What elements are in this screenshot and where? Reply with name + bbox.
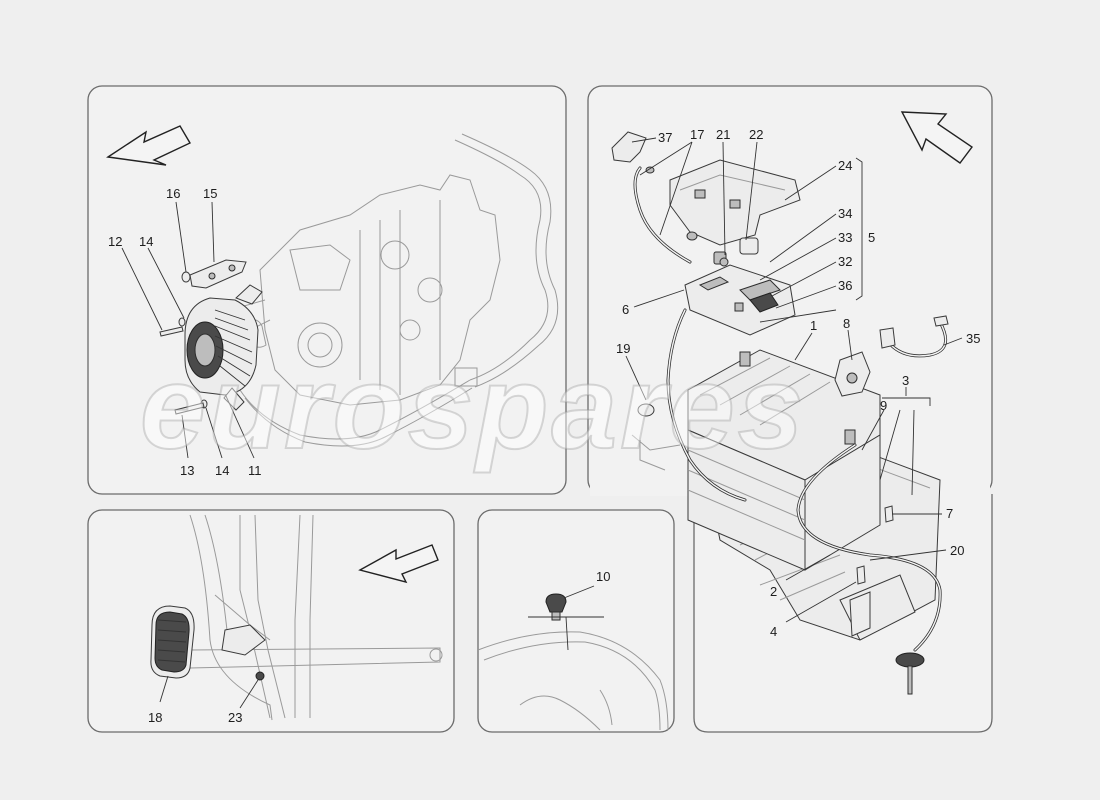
direction-arrow-p1	[106, 125, 191, 166]
callout-17: 17	[690, 127, 704, 142]
ground-plate	[150, 605, 195, 679]
chassis-frame	[189, 514, 443, 721]
callout-10: 10	[596, 569, 610, 584]
tray-hardware	[849, 505, 925, 695]
bracket-hardware-p3	[221, 624, 266, 681]
callout-12: 12	[108, 234, 122, 249]
battery-cables	[633, 166, 948, 652]
callout-37: 37	[658, 130, 672, 145]
callout-35: 35	[966, 331, 980, 346]
callout-14-lower: 14	[215, 463, 229, 478]
direction-arrow-p2	[900, 111, 974, 164]
terminal-clamp-top	[611, 131, 655, 174]
callout-23: 23	[228, 710, 242, 725]
callout-1: 1	[810, 318, 817, 333]
callout-11: 11	[248, 463, 262, 478]
callout-8: 8	[843, 316, 850, 331]
callout-18: 18	[148, 710, 162, 725]
callout-32: 32	[838, 254, 852, 269]
body-panel-contour	[477, 631, 669, 731]
callout-9: 9	[880, 398, 887, 413]
small-connectors	[686, 231, 759, 267]
engine-block-outline	[229, 133, 559, 447]
callout-4: 4	[770, 624, 777, 639]
callout-5: 5	[868, 230, 875, 245]
callout-36: 36	[838, 278, 852, 293]
callout-16: 16	[166, 186, 180, 201]
callout-34: 34	[838, 206, 852, 221]
ground-lead-fitting	[879, 315, 949, 349]
washers-and-bolts-p1	[159, 271, 208, 415]
fuse-box	[684, 264, 796, 336]
callout-7: 7	[946, 506, 953, 521]
push-clip	[545, 593, 567, 621]
callout-19: 19	[616, 341, 630, 356]
alternator	[184, 284, 263, 411]
callout-13: 13	[180, 463, 194, 478]
callout-3: 3	[902, 373, 909, 388]
callout-24: 24	[838, 158, 852, 173]
panel-clip	[477, 509, 675, 733]
leader-lines	[121, 137, 963, 709]
callout-21: 21	[716, 127, 730, 142]
sensor-clamp	[834, 351, 871, 397]
callout-33: 33	[838, 230, 852, 245]
callout-2: 2	[770, 584, 777, 599]
watermark: eurospares	[140, 342, 806, 474]
callout-22: 22	[749, 127, 763, 142]
mounting-bracket	[189, 259, 247, 289]
grommet-19	[631, 403, 681, 471]
callout-15: 15	[203, 186, 217, 201]
fuse-box-cover	[669, 159, 801, 246]
callout-14-upper: 14	[139, 234, 153, 249]
callout-20: 20	[950, 543, 964, 558]
callout-6: 6	[622, 302, 629, 317]
panel-ground-bracket	[87, 509, 455, 733]
direction-arrow-p3	[358, 544, 439, 584]
callouts: 12 14 16 15 13 14 11 37 17 21 22 24 34 3…	[108, 127, 980, 725]
